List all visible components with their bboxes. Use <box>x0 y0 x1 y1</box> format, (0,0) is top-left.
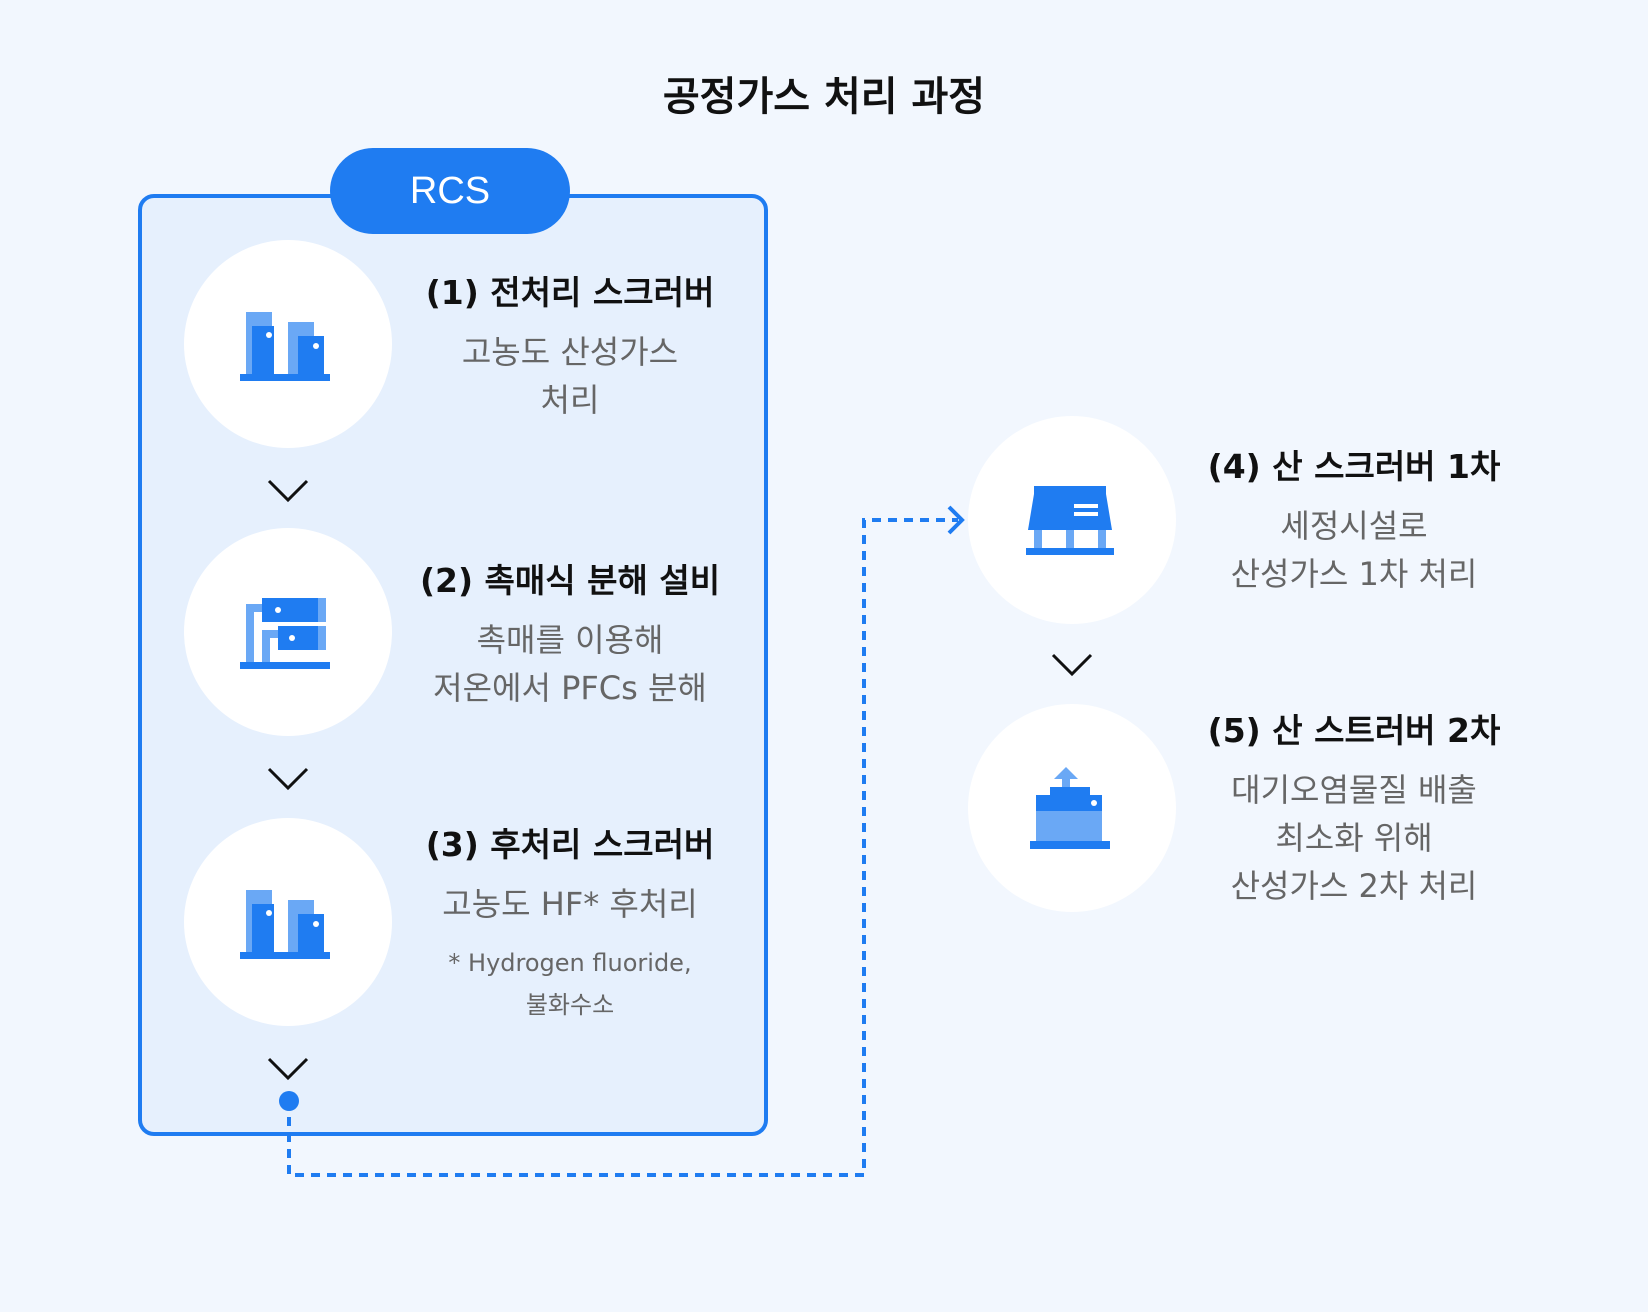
step-1-desc-line-1: 고농도 산성가스 <box>461 333 679 371</box>
step-5-desc-line-2: 최소화 위해 <box>1275 819 1433 857</box>
step-4-desc-line-2: 산성가스 1차 처리 <box>1230 555 1478 593</box>
step-1-desc-line-2: 처리 <box>540 381 600 419</box>
step-5-desc-line-3: 산성가스 2차 처리 <box>1230 867 1478 905</box>
catalyst-icon <box>240 598 330 669</box>
step-3-icon-circle <box>184 818 392 1026</box>
rcs-badge: RCS <box>330 148 570 234</box>
step-1-icon-circle <box>184 240 392 448</box>
page-title: 공정가스 처리 과정 <box>662 74 986 120</box>
chevron-down-icon <box>267 1057 309 1081</box>
step-4-title: (4) 산 스크러버 1차 <box>1207 447 1501 486</box>
chevron-down-icon <box>267 767 309 791</box>
chevron-down-icon <box>267 479 309 503</box>
step-5-desc-line-1: 대기오염물질 배출 <box>1231 771 1477 809</box>
step-3-title: (3) 후처리 스크러버 <box>425 825 715 864</box>
connector-dotted-line <box>287 518 958 1177</box>
step-5-title: (5) 산 스트러버 2차 <box>1207 711 1501 750</box>
facility-icon <box>1026 486 1114 555</box>
step-3-desc-line-1: 고농도 HF* 후처리 <box>442 885 698 923</box>
step-2-icon-circle <box>184 528 392 736</box>
step-3-note-line-1: * Hydrogen fluoride, <box>448 949 692 977</box>
tank-icon <box>240 312 330 381</box>
chevron-down-icon <box>1051 653 1093 677</box>
step-2-desc-line-2: 저온에서 PFCs 분해 <box>433 669 707 707</box>
step-2-desc-line-1: 촉매를 이용해 <box>476 621 664 659</box>
step-5-icon-circle <box>968 704 1176 912</box>
step-3-note-line-2: 불화수소 <box>525 991 615 1019</box>
step-4-icon-circle <box>968 416 1176 624</box>
emission-icon <box>1030 767 1110 849</box>
step-1-title: (1) 전처리 스크러버 <box>425 273 715 312</box>
step-2-title: (2) 촉매식 분해 설비 <box>419 561 721 600</box>
connector-arrowhead <box>947 505 965 535</box>
step-4-desc-line-1: 세정시설로 <box>1280 507 1428 545</box>
tank-icon <box>240 890 330 959</box>
